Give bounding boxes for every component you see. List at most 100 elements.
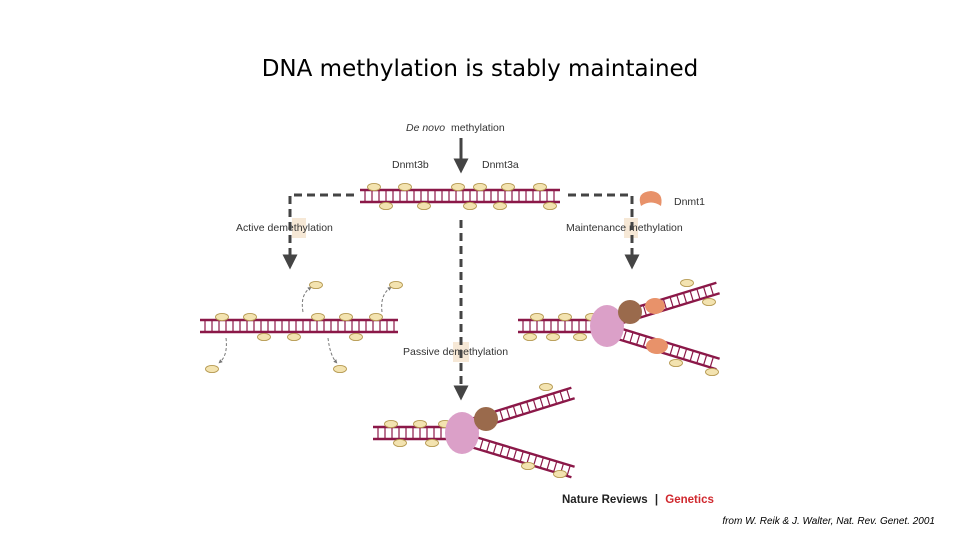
methyl-group — [543, 201, 557, 211]
methyl-group — [539, 382, 553, 392]
methyl-group — [215, 312, 229, 322]
base-pair-rung — [553, 461, 558, 473]
methyl-group — [558, 312, 572, 322]
slide-title: DNA methylation is stably maintained — [261, 56, 699, 82]
methyl-group — [379, 201, 393, 211]
methyl-group — [533, 182, 547, 192]
base-pair-rung — [669, 344, 674, 356]
active-demethylation-arrow — [282, 193, 354, 270]
base-pair-rung — [696, 288, 701, 300]
base-pair-rung — [526, 401, 531, 413]
base-pair-rung — [709, 284, 714, 296]
methyl-group — [553, 469, 567, 479]
base-pair-rung — [676, 346, 681, 358]
replication-partner — [618, 300, 642, 324]
journal-separator: | — [655, 494, 658, 506]
maintenance-methylation-arrow — [568, 193, 640, 270]
base-pair-rung — [696, 352, 701, 364]
methyl-removal-arrow — [301, 286, 312, 313]
base-pair-rung — [486, 441, 491, 452]
methyl-group — [349, 332, 363, 342]
base-pair-rung — [552, 393, 558, 405]
methyl-group — [309, 280, 323, 290]
journal-attribution: Nature Reviews | Genetics — [562, 494, 714, 506]
methyl-group — [398, 182, 412, 192]
methyl-group — [493, 201, 507, 211]
base-pair-rung — [635, 334, 641, 345]
methyl-group — [384, 419, 398, 429]
methyl-removal-arrow — [218, 337, 227, 364]
base-pair-rung — [642, 304, 648, 316]
base-pair-rung — [622, 330, 627, 341]
dnmt1-enzyme — [646, 338, 668, 354]
base-pair-rung — [702, 286, 708, 298]
protein-layer — [445, 191, 668, 454]
methyl-group — [523, 332, 537, 342]
base-pair-rung — [519, 403, 524, 415]
dna-duplex — [618, 327, 720, 371]
methyl-group — [501, 182, 515, 192]
base-pair-rung — [662, 298, 668, 310]
dnmt1-enzyme — [645, 298, 665, 314]
base-pair-rung — [642, 336, 648, 348]
dna-strand — [621, 327, 720, 360]
methyl-group — [530, 312, 544, 322]
dna-duplex — [360, 188, 560, 204]
base-pair-rung — [546, 395, 551, 407]
methyl-group — [417, 201, 431, 211]
base-pair-rung — [505, 407, 511, 419]
base-pair-rung — [559, 391, 564, 402]
base-pair-rung — [532, 399, 538, 411]
base-pair-rung — [499, 445, 504, 456]
methyl-group — [311, 312, 325, 322]
dnmt3b-label: Dnmt3b — [392, 159, 429, 171]
base-pair-rung — [546, 459, 551, 471]
replication-complex — [590, 305, 624, 347]
passive-demethylation-label: Passive demethylation — [403, 346, 508, 358]
methyl-group — [369, 312, 383, 322]
base-pair-rung — [539, 397, 544, 409]
de-novo-italic: De novo — [406, 122, 445, 134]
base-pair-rung — [512, 449, 518, 460]
dna-strand — [618, 338, 717, 371]
citation: from W. Reik & J. Walter, Nat. Rev. Gene… — [722, 516, 935, 527]
methyl-group — [702, 297, 716, 307]
journal-name: Nature Reviews — [562, 494, 648, 506]
label-highlight — [292, 218, 306, 238]
methyl-group — [413, 419, 427, 429]
replication-complex — [445, 412, 479, 454]
journal-section: Genetics — [665, 494, 714, 506]
base-pair-rung — [689, 350, 694, 362]
dna-duplex — [373, 425, 455, 441]
methyl-group — [367, 182, 381, 192]
methyl-group — [287, 332, 301, 342]
base-pair-rung — [519, 451, 524, 463]
base-pair-rung — [566, 465, 571, 477]
methyl-group — [573, 332, 587, 342]
base-pair-rung — [682, 292, 688, 304]
base-pair-rung — [506, 447, 511, 458]
methyl-group — [680, 278, 694, 288]
methyl-group — [393, 438, 407, 448]
active-demethylation-label: Active demethylation — [236, 222, 333, 234]
methyl-removal-arrow — [381, 286, 392, 313]
base-pair-rung — [676, 294, 681, 306]
methyl-group — [451, 182, 465, 192]
methyl-group — [473, 182, 487, 192]
de-novo-label: De novo methylation — [406, 122, 505, 134]
base-pair-rung — [492, 443, 498, 454]
methyl-group — [243, 312, 257, 322]
methyl-group — [669, 358, 683, 368]
base-pair-rung — [689, 290, 694, 302]
base-pair-rung — [479, 439, 484, 450]
methyl-group — [705, 367, 719, 377]
base-pair-rung — [702, 354, 708, 366]
base-pair-rung — [709, 356, 714, 368]
replication-partner — [474, 407, 498, 431]
methyl-group — [389, 280, 403, 290]
base-pair-rung — [566, 389, 571, 400]
methyl-group — [257, 332, 271, 342]
base-pair-rung — [512, 405, 518, 417]
base-pair-rung — [682, 348, 688, 360]
